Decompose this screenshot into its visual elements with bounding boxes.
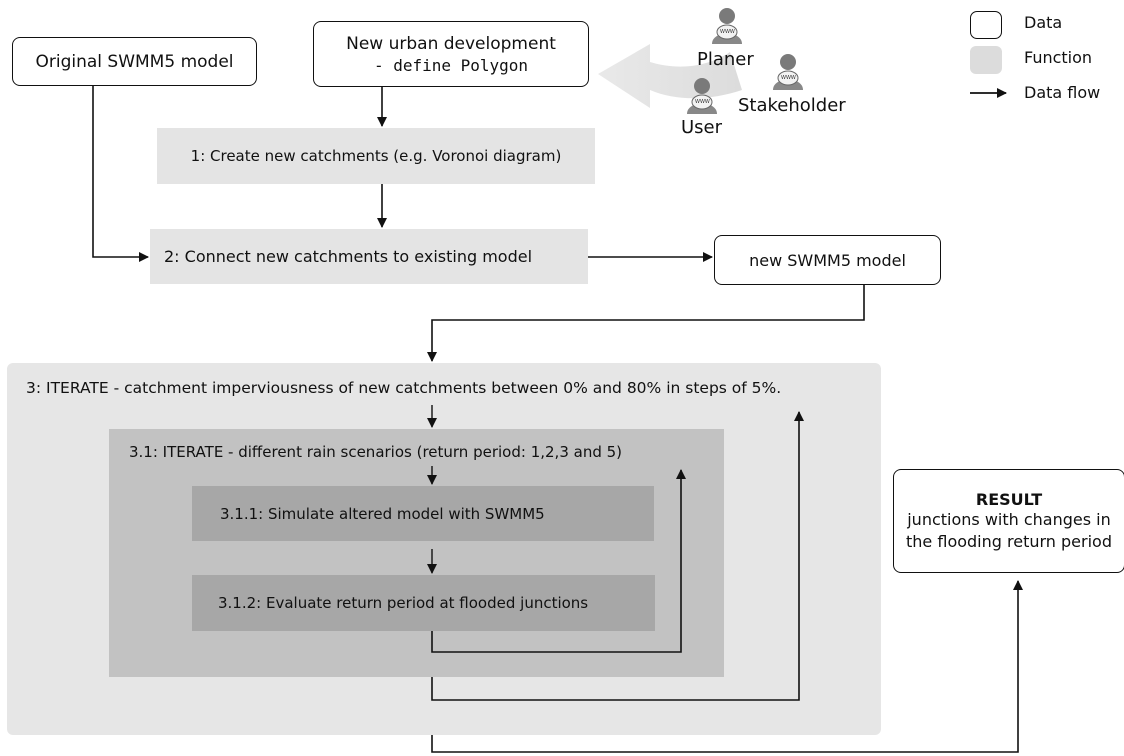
planer-label: Planer [697,49,754,70]
legend-flow-label: Data flow [1024,83,1101,102]
step312-label: 3.1.2: Evaluate return period at flooded… [218,594,589,612]
step311-simulate-box: 3.1.1: Simulate altered model with SWMM5 [192,486,654,541]
new-urban-development-box: New urban development - define Polygon [313,21,589,87]
step1-create-catchments-box: 1: Create new catchments (e.g. Voronoi d… [157,128,595,184]
user-person-icon [687,78,717,114]
flow-outer-loop [431,411,804,701]
step2-label: 2: Connect new catchments to existing mo… [164,247,533,266]
step312-evaluate-box: 3.1.2: Evaluate return period at flooded… [192,575,655,631]
stakeholder-person-icon [773,54,803,90]
original-swmm5-model-label: Original SWMM5 model [35,51,234,72]
new-urban-development-label: New urban development [346,33,556,54]
planer-person-icon [712,8,742,44]
original-swmm5-model-box: Original SWMM5 model [12,37,257,86]
new-swmm5-model-box: new SWMM5 model [714,235,941,285]
stakeholder-label: Stakeholder [738,95,846,116]
define-polygon-label: - define Polygon [373,55,529,75]
step31-iterate-rain-scenarios-box [109,429,724,677]
step1-label: 1: Create new catchments (e.g. Voronoi d… [190,147,562,165]
step311-label: 3.1.1: Simulate altered model with SWMM5 [220,504,545,523]
step2-connect-catchments-box: 2: Connect new catchments to existing mo… [150,229,588,284]
legend-data-label: Data [1024,13,1063,32]
step31-label: 3.1: ITERATE - different rain scenarios … [129,443,623,461]
flow-newmodel-to-step3 [427,285,865,362]
stakeholder-badge: WWW [781,75,796,81]
flow-inner-loop [431,469,686,653]
legend-function-swatch [970,46,1002,74]
legend-function-label: Function [1024,48,1093,67]
user-badge: WWW [695,99,710,105]
result-box: RESULT junctions with changes in the flo… [893,469,1124,573]
step3-label: 3: ITERATE - catchment imperviousness of… [26,379,782,397]
planer-badge: WWW [720,29,735,35]
user-label: User [681,117,723,138]
flow-original-to-step2 [92,86,149,262]
legend-data-swatch [970,11,1002,39]
new-swmm5-model-label: new SWMM5 model [749,250,906,270]
result-title: RESULT [975,489,1043,509]
flow-to-result [431,580,1023,753]
result-body: junctions with changes in the flooding r… [906,509,1112,551]
